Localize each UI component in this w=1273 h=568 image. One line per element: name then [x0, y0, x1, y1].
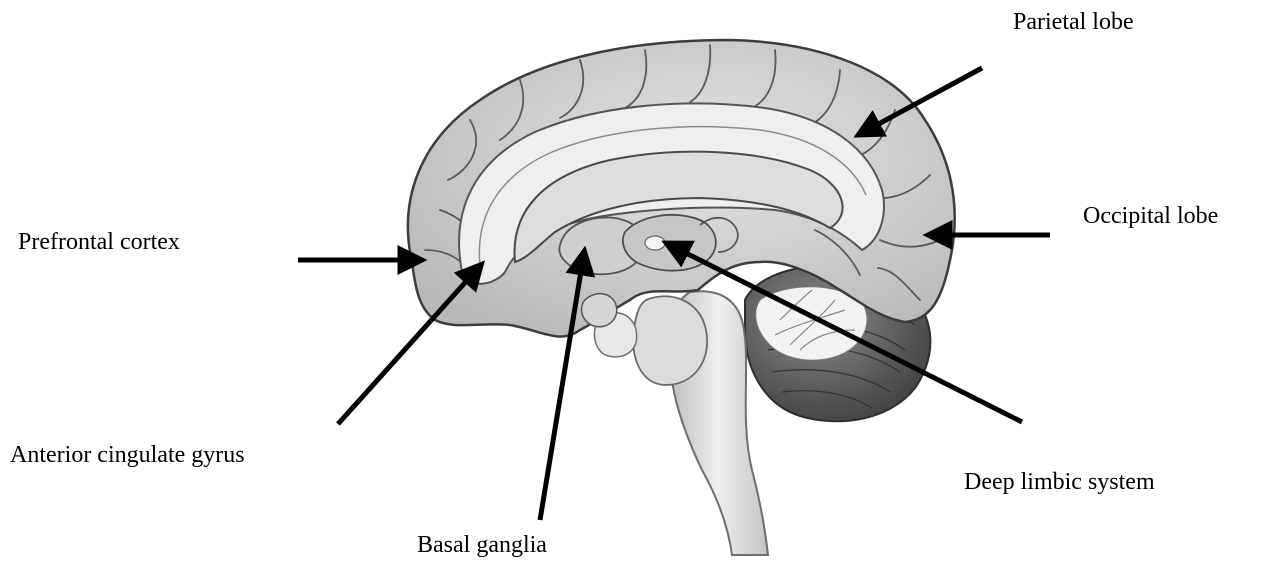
label-basal-ganglia: Basal ganglia: [417, 531, 547, 559]
label-parietal-lobe: Parietal lobe: [1013, 8, 1134, 36]
label-occipital-lobe: Occipital lobe: [1083, 202, 1218, 230]
label-prefrontal-cortex: Prefrontal cortex: [18, 228, 180, 256]
arrow-anterior-cingulate: [338, 266, 480, 424]
label-deep-limbic-system: Deep limbic system: [964, 468, 1155, 496]
brainstem: [594, 291, 768, 555]
label-anterior-cingulate-gyrus: Anterior cingulate gyrus: [10, 441, 245, 469]
